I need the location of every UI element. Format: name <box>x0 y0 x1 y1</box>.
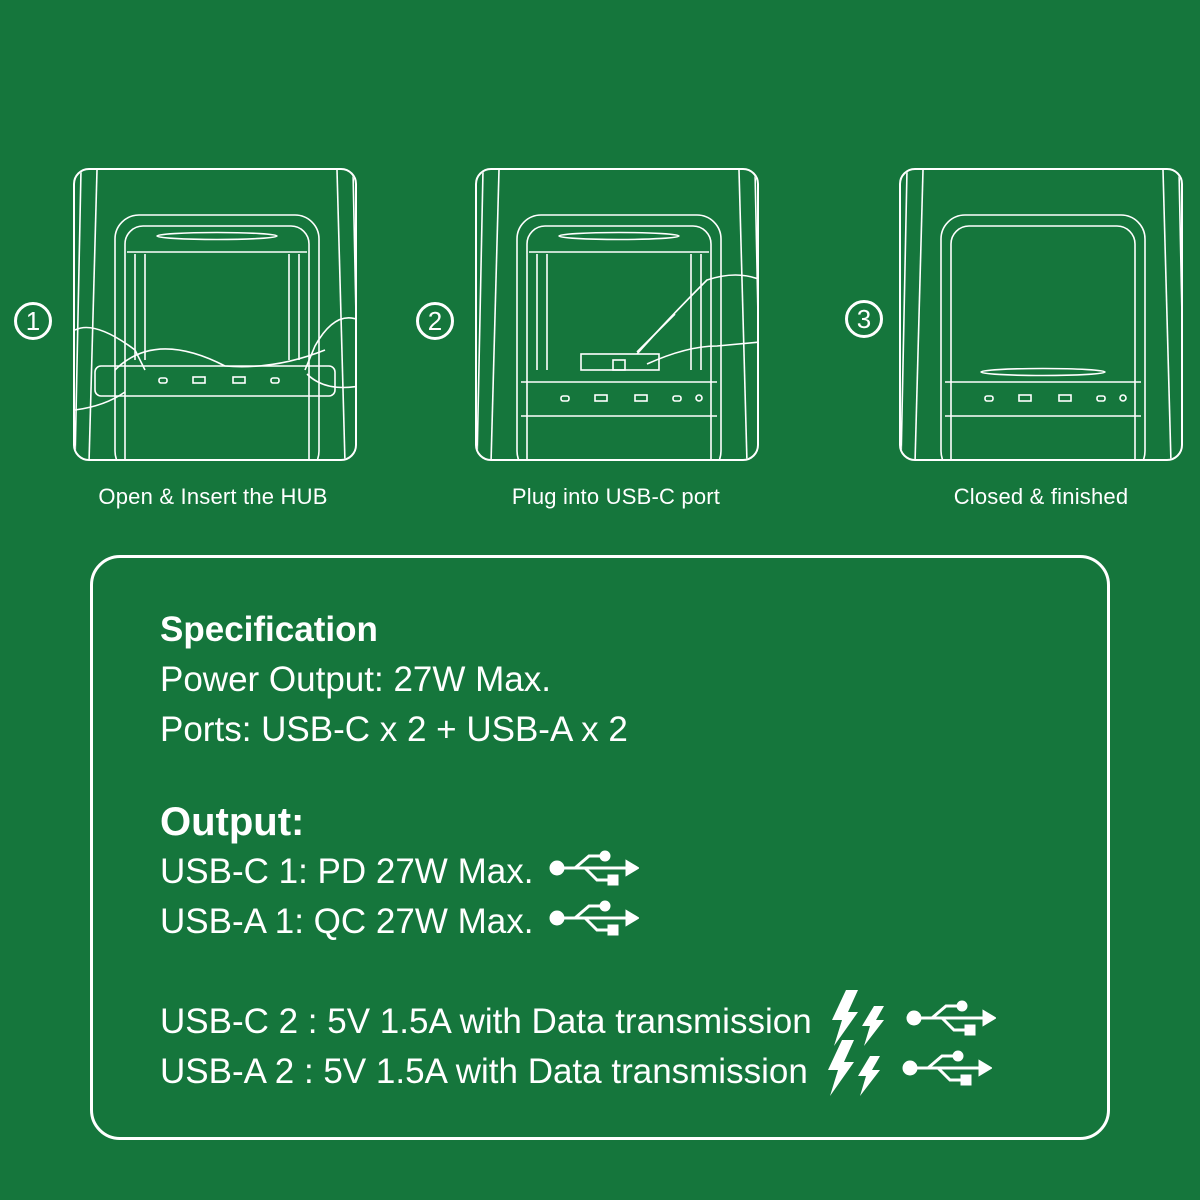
power-output-text: Power Output: 27W Max. <box>160 660 551 699</box>
step-3-caption: Closed & finished <box>953 484 1129 509</box>
step-number-2: 2 <box>416 302 454 340</box>
step-3-illustration <box>899 168 1183 461</box>
output-heading: Output: <box>160 800 305 844</box>
output-line-text: USB-C 2 : 5V 1.5A with Data transmission <box>160 1002 812 1041</box>
usb-icon <box>906 998 997 1047</box>
usb-icon <box>549 898 641 947</box>
output-line-usba-1: USB-A 1: QC 27W Max. <box>160 898 641 947</box>
output-line-usba-2: USB-A 2 : 5V 1.5A with Data transmission <box>160 1039 993 1097</box>
step-1-illustration <box>73 168 357 461</box>
output-line-usbc-2: USB-C 2 : 5V 1.5A with Data transmission <box>160 989 997 1047</box>
output-line-text: USB-A 1: QC 27W Max. <box>160 902 534 941</box>
usb-icon <box>902 1048 993 1097</box>
lightning-icon <box>824 1039 884 1105</box>
step-2-caption: Plug into USB-C port <box>511 484 721 509</box>
specification-heading: Specification <box>160 610 378 649</box>
lightning-icon <box>828 989 888 1055</box>
usb-icon <box>549 848 641 897</box>
output-line-text: USB-C 1: PD 27W Max. <box>160 852 534 891</box>
step-number-1: 1 <box>14 302 52 340</box>
output-line-text: USB-A 2 : 5V 1.5A with Data transmission <box>160 1052 808 1091</box>
output-line-usbc-1: USB-C 1: PD 27W Max. <box>160 848 641 897</box>
step-number-3: 3 <box>845 300 883 338</box>
specification-box <box>90 555 1110 1140</box>
step-1-caption: Open & Insert the HUB <box>98 484 328 509</box>
ports-text: Ports: USB-C x 2 + USB-A x 2 <box>160 710 628 749</box>
step-2-illustration <box>475 168 759 461</box>
